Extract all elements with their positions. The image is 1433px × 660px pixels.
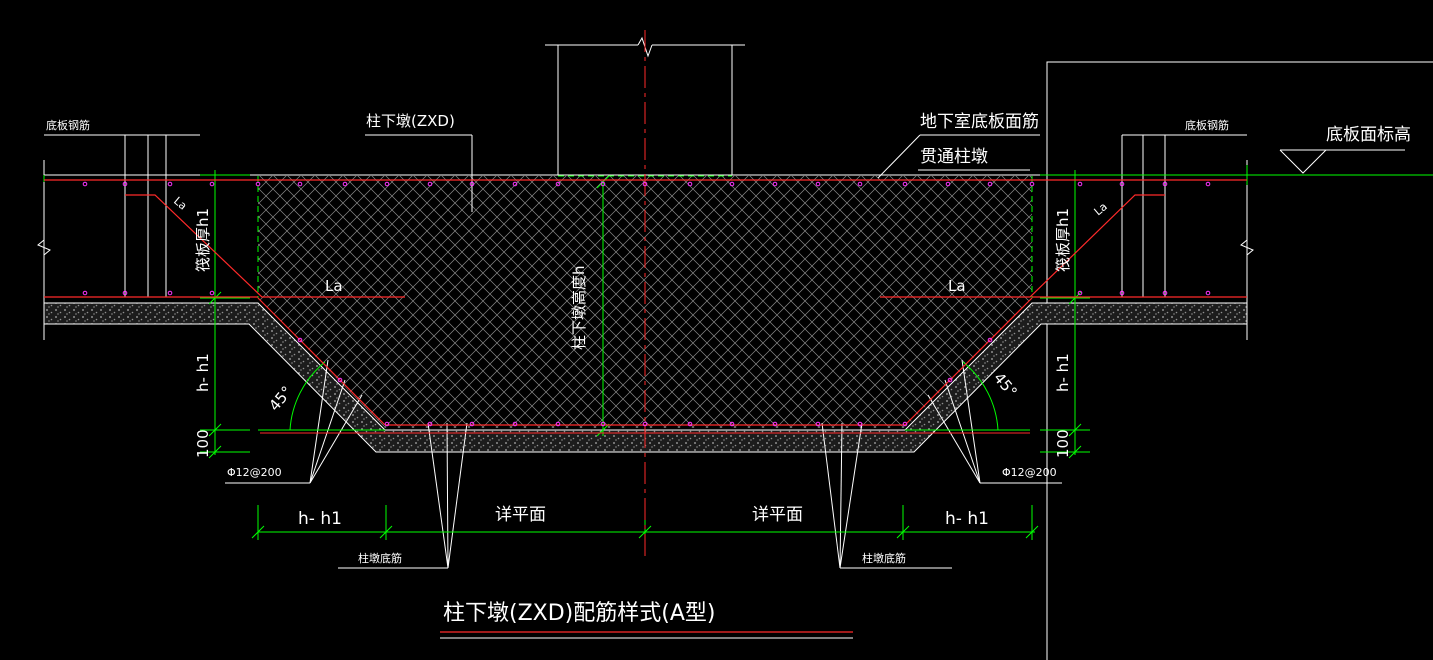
drawing-title: 柱下墩(ZXD)配筋样式(A型) [443, 601, 715, 626]
raft-rebar-label-left: 底板钢筋 [46, 118, 90, 132]
rebar-dot [469, 421, 475, 427]
rebar-dot [772, 181, 778, 187]
rebar-dot [987, 181, 993, 187]
rebar-dot [342, 181, 348, 187]
dim-h-h1-left: h- h1 [194, 353, 212, 392]
dim-100-left: 100 [194, 429, 212, 458]
sheet-frame [1046, 61, 1433, 660]
rebar-dots [82, 181, 1211, 427]
pier-height-label: 柱下墩高度h [570, 265, 588, 350]
rebar-dot [297, 181, 303, 187]
column-outline [545, 36, 745, 175]
rebar-dot [600, 421, 606, 427]
la-upper-left: La [171, 194, 189, 212]
rebar-dot [427, 181, 433, 187]
rebar-dot [1205, 181, 1211, 187]
raft-thickness-label-right: 筏板厚h1 [1054, 208, 1072, 272]
rebar-dot [1029, 181, 1035, 187]
rebar-dot [1119, 290, 1125, 296]
rebar-dot [469, 181, 475, 187]
rebar-dot [82, 181, 88, 187]
rebar-dot [815, 421, 821, 427]
dim-100-right: 100 [1054, 429, 1072, 458]
rebar-dot [857, 421, 863, 427]
angle-label-right: 45° [990, 369, 1021, 401]
la-mid-left: La [325, 277, 343, 295]
rebar-dot [82, 290, 88, 296]
rebar-dot [1077, 290, 1083, 296]
rebar-dot [167, 290, 173, 296]
rebar-dot [687, 421, 693, 427]
rebar-dot [255, 181, 261, 187]
rebar-dot [512, 181, 518, 187]
rebar-dot [297, 337, 303, 343]
rebar-dot [122, 290, 128, 296]
rebar-dot [902, 181, 908, 187]
raft-thickness-label-left: 筏板厚h1 [194, 208, 212, 272]
la-upper-right: La [1092, 200, 1110, 218]
rebar-spec-right: Φ12@200 [1002, 466, 1057, 479]
through-pier-label: 贯通柱墩 [920, 147, 988, 167]
rebar-dot [512, 421, 518, 427]
rebar-dot [815, 181, 821, 187]
bottom-dim-right: h- h1 [945, 509, 989, 529]
rebar-dot [729, 421, 735, 427]
bottom-dim-left: h- h1 [298, 509, 342, 529]
rebar-dot [384, 421, 390, 427]
basement-top-rebar-label: 地下室底板面筋 [920, 112, 1039, 132]
rebar-dot [729, 181, 735, 187]
rebar-dot [167, 181, 173, 187]
slab-top-elevation-label: 底板面标高 [1326, 125, 1411, 145]
rebar-dot [642, 421, 648, 427]
rebar-dot [209, 181, 215, 187]
dimension-lines [43, 165, 1433, 540]
rebar-dot [945, 181, 951, 187]
rebar-dot [1162, 290, 1168, 296]
rebar-dot [337, 377, 343, 383]
rebar-dot [1077, 181, 1083, 187]
rebar-spec-left: Φ12@200 [227, 466, 282, 479]
la-mid-right: La [948, 277, 966, 295]
rebar-dot [600, 181, 606, 187]
rebar-dot [772, 421, 778, 427]
rebar-dot [857, 181, 863, 187]
angle-label-left: 45° [265, 383, 296, 415]
rebar-dot [902, 421, 908, 427]
rebar-dot [384, 181, 390, 187]
title-underline [440, 631, 853, 639]
rebar-lines [44, 179, 1247, 434]
rebar-dot [122, 181, 128, 187]
rebar-dot [947, 377, 953, 383]
rebar-dot [987, 337, 993, 343]
pier-bottom-rebar-label-left: 柱墩底筋 [358, 551, 402, 565]
rebar-dot [427, 421, 433, 427]
bottom-dim-mid-left: 详平面 [495, 505, 546, 525]
rebar-dot [555, 181, 561, 187]
rebar-dot [642, 181, 648, 187]
rebar-dot [1205, 290, 1211, 296]
rebar-dot [209, 290, 215, 296]
rebar-dot [1119, 181, 1125, 187]
pier-bottom-rebar-label-right: 柱墩底筋 [862, 551, 906, 565]
dim-h-h1-right: h- h1 [1054, 353, 1072, 392]
rebar-dot [687, 181, 693, 187]
bottom-dim-mid-right: 详平面 [752, 505, 803, 525]
labels: 底板钢筋 底板钢筋 柱下墩(ZXD) 地下室底板面筋 贯通柱墩 底板面标高 筏板… [46, 112, 1411, 626]
pier-name-label: 柱下墩(ZXD) [366, 112, 455, 130]
raft-rebar-label-right: 底板钢筋 [1185, 118, 1229, 132]
rebar-dot [555, 421, 561, 427]
rebar-dot [1162, 181, 1168, 187]
